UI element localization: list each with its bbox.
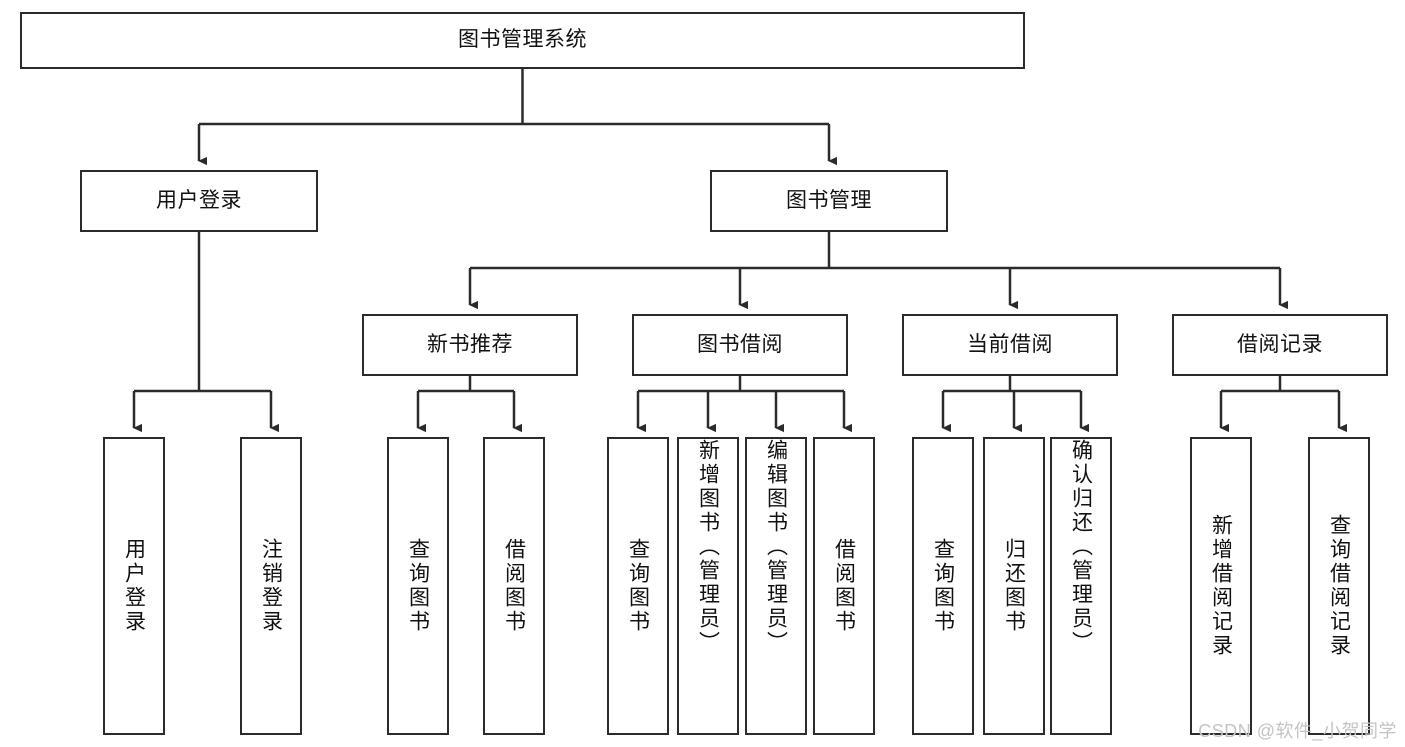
node-leaf-query-book-3[interactable]: 查询图书 bbox=[912, 437, 974, 735]
node-leaf-add-record[interactable]: 新增借阅记录 bbox=[1190, 437, 1252, 735]
node-leaf-query-book-1-label: 查询图书 bbox=[406, 538, 430, 634]
node-book-borrow[interactable]: 图书借阅 bbox=[632, 314, 848, 376]
node-leaf-query-book-3-label: 查询图书 bbox=[931, 538, 955, 634]
node-leaf-add-book-label: 新增图书（管理员） bbox=[696, 439, 720, 655]
node-current-borrow-label: 当前借阅 bbox=[967, 332, 1053, 356]
node-leaf-return-book[interactable]: 归还图书 bbox=[983, 437, 1045, 735]
node-leaf-edit-book-label: 编辑图书（管理员） bbox=[764, 439, 788, 655]
node-leaf-edit-book[interactable]: 编辑图书（管理员） bbox=[745, 437, 807, 735]
node-leaf-add-book[interactable]: 新增图书（管理员） bbox=[677, 437, 739, 735]
node-root[interactable]: 图书管理系统 bbox=[20, 12, 1025, 69]
node-leaf-logout-label: 注销登录 bbox=[259, 538, 283, 634]
node-new-book-recommend[interactable]: 新书推荐 bbox=[362, 314, 578, 376]
node-leaf-query-book-1[interactable]: 查询图书 bbox=[387, 437, 449, 735]
node-new-book-recommend-label: 新书推荐 bbox=[427, 332, 513, 356]
node-leaf-query-record[interactable]: 查询借阅记录 bbox=[1308, 437, 1370, 735]
node-leaf-query-book-2[interactable]: 查询图书 bbox=[607, 437, 669, 735]
node-book-manage-label: 图书管理 bbox=[786, 188, 872, 212]
node-book-borrow-label: 图书借阅 bbox=[697, 332, 783, 356]
node-leaf-query-book-2-label: 查询图书 bbox=[626, 538, 650, 634]
node-root-label: 图书管理系统 bbox=[458, 28, 587, 52]
node-borrow-record[interactable]: 借阅记录 bbox=[1172, 314, 1388, 376]
node-user-login-label: 用户登录 bbox=[156, 188, 242, 212]
node-current-borrow[interactable]: 当前借阅 bbox=[902, 314, 1118, 376]
node-leaf-user-login-label: 用户登录 bbox=[122, 538, 146, 634]
node-user-login[interactable]: 用户登录 bbox=[80, 170, 318, 232]
node-leaf-return-book-label: 归还图书 bbox=[1002, 538, 1026, 634]
node-borrow-record-label: 借阅记录 bbox=[1237, 332, 1323, 356]
node-leaf-borrow-book-1[interactable]: 借阅图书 bbox=[483, 437, 545, 735]
node-leaf-logout[interactable]: 注销登录 bbox=[240, 437, 302, 735]
node-book-manage[interactable]: 图书管理 bbox=[710, 170, 948, 232]
node-leaf-query-record-label: 查询借阅记录 bbox=[1327, 514, 1351, 658]
node-leaf-user-login[interactable]: 用户登录 bbox=[103, 437, 165, 735]
node-leaf-borrow-book-2[interactable]: 借阅图书 bbox=[813, 437, 875, 735]
node-leaf-add-record-label: 新增借阅记录 bbox=[1209, 514, 1233, 658]
node-leaf-confirm-return-label: 确认归还（管理员） bbox=[1069, 439, 1093, 655]
node-leaf-borrow-book-1-label: 借阅图书 bbox=[502, 538, 526, 634]
node-leaf-borrow-book-2-label: 借阅图书 bbox=[832, 538, 856, 634]
node-leaf-confirm-return[interactable]: 确认归还（管理员） bbox=[1050, 437, 1112, 735]
